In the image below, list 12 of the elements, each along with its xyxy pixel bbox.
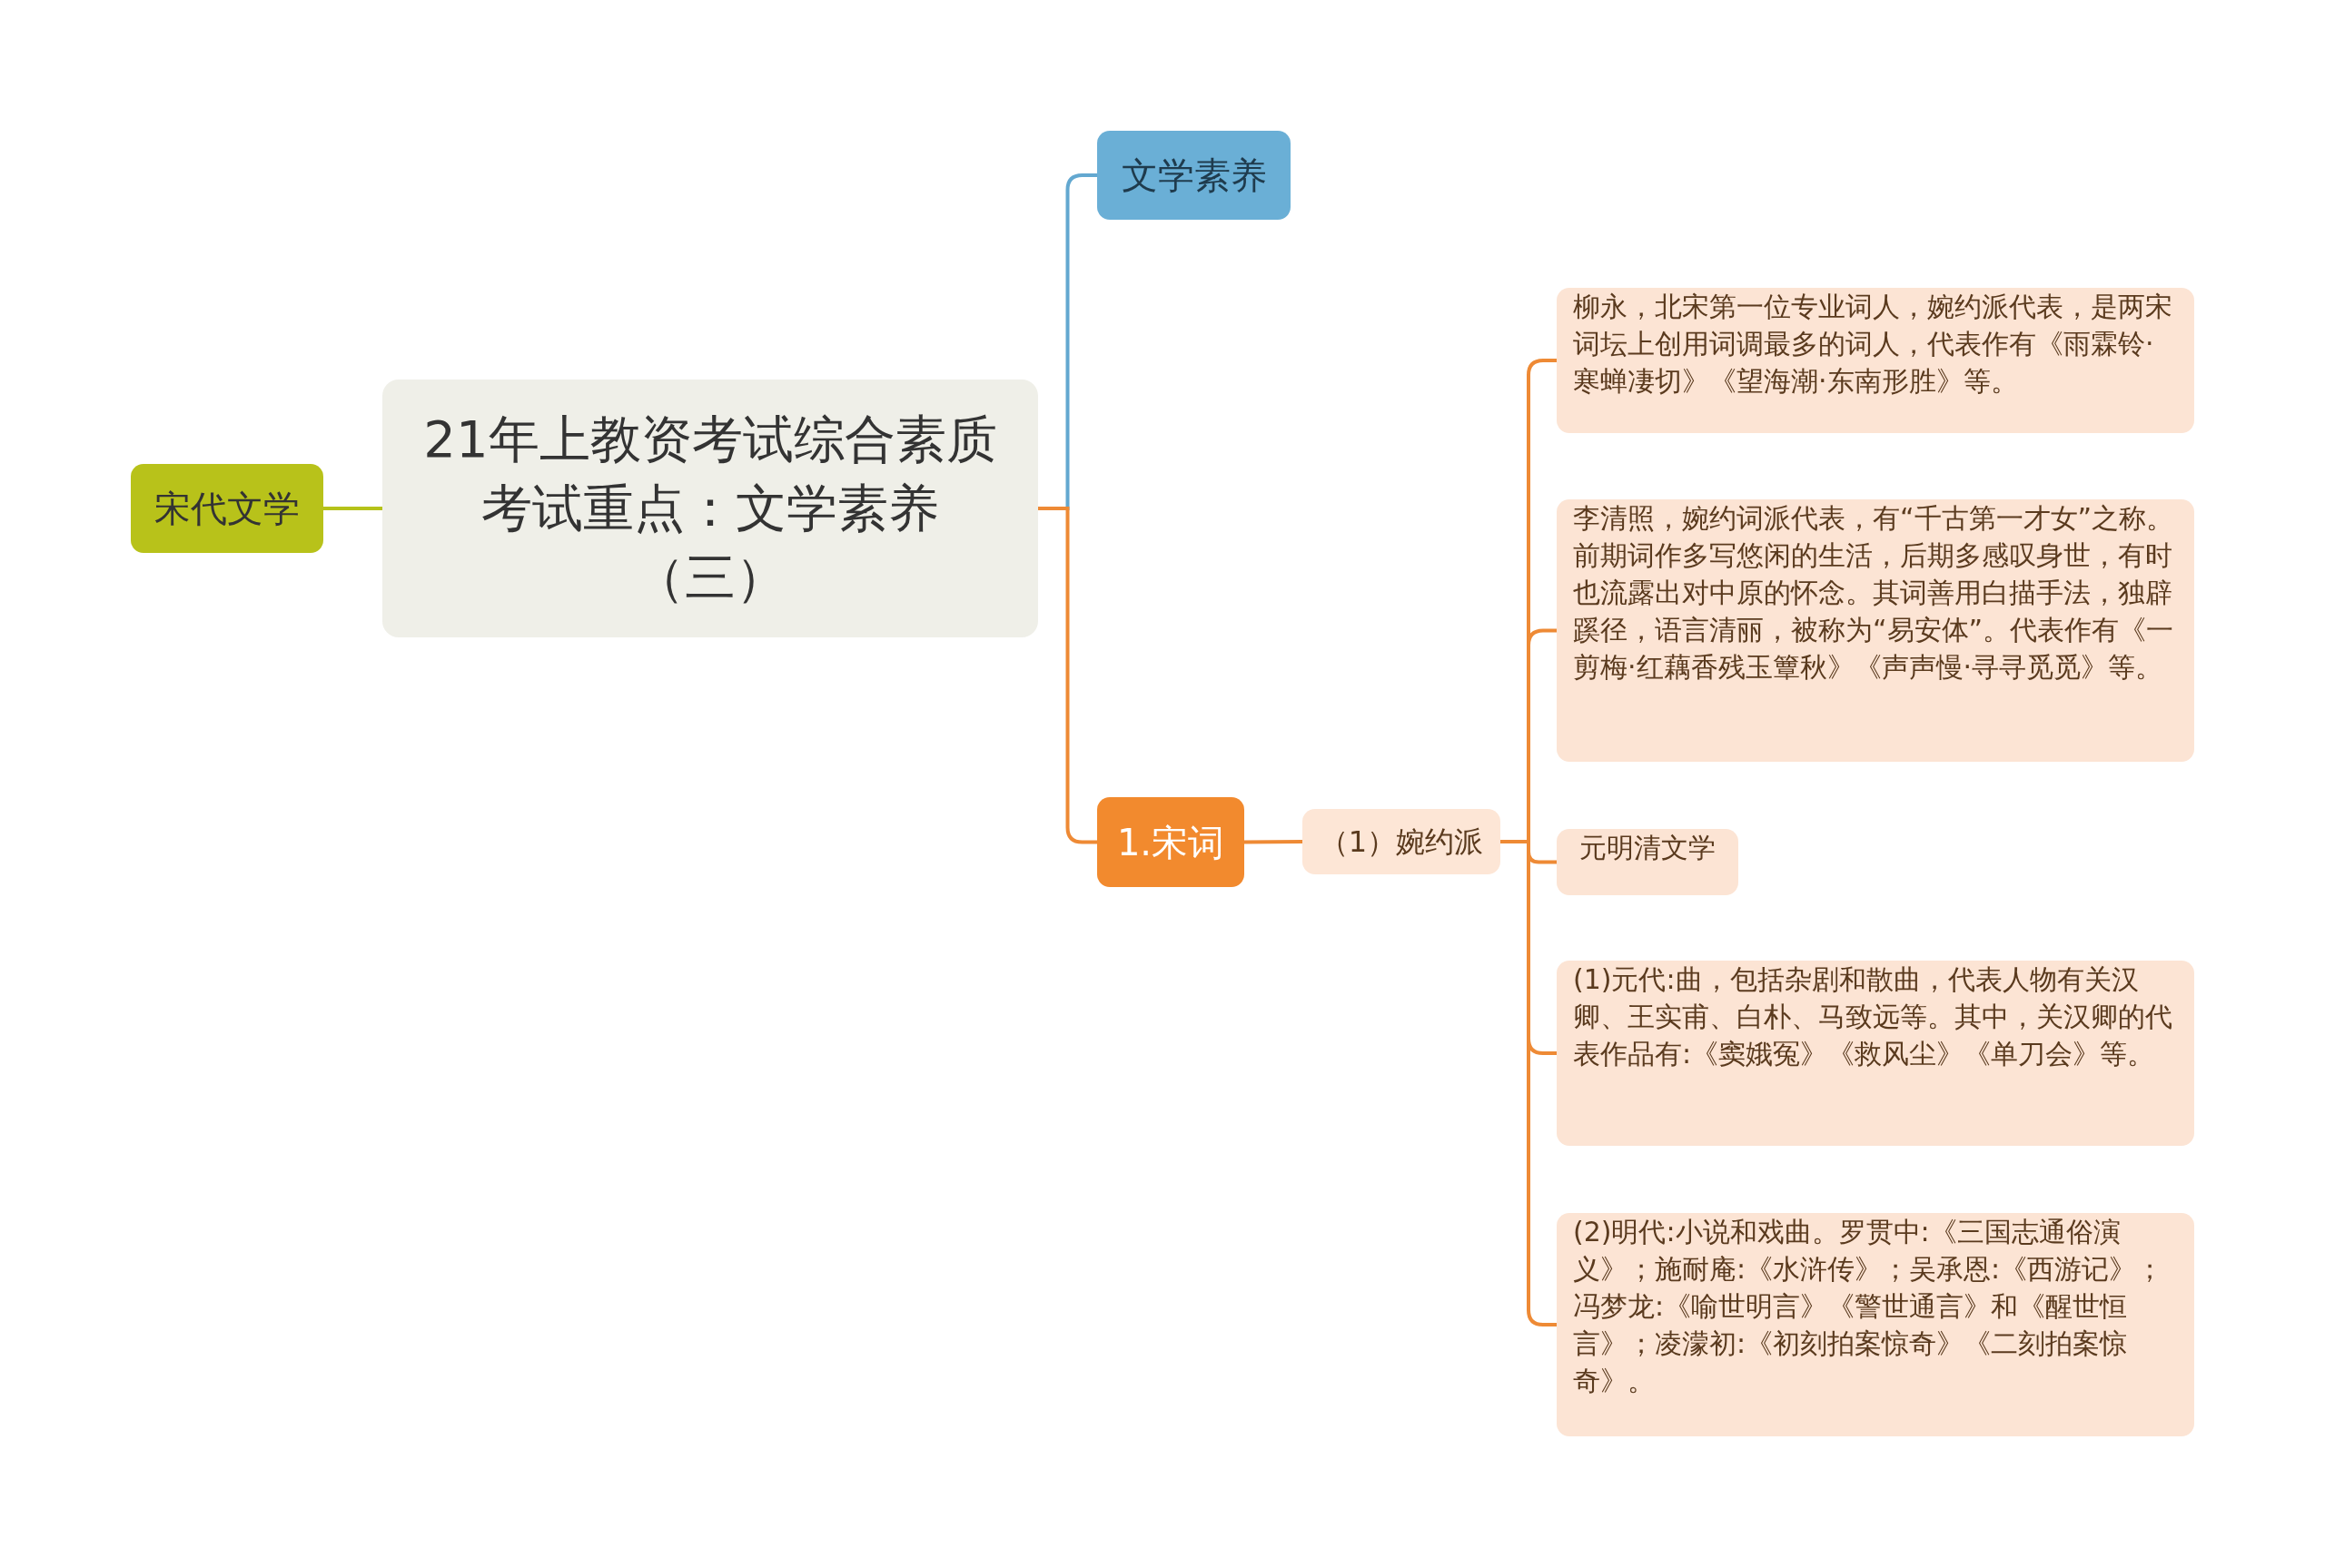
topic-box: 宋代文学 bbox=[131, 464, 323, 553]
subtopic-box: 元明清文学 bbox=[1557, 829, 1738, 895]
connector-line bbox=[323, 507, 382, 510]
note-box: (1)元代:曲，包括杂剧和散曲，代表人物有关汉卿、王实甫、白朴、马致远等。其中，关汉卿的代表作品有:《窦娥冤》《救风尘》《单刀会》等。 bbox=[1557, 961, 2194, 1146]
note-box: (2)明代:小说和戏曲。罗贯中:《三国志通俗演义》；施耐庵:《水浒传》；吴承恩:《西游记》；冯梦龙:《喻世明言》《警世通言》和《醒世恒言》；凌濛初:《初刻拍案惊奇》《二刻拍案惊奇》。 bbox=[1557, 1213, 2194, 1436]
note-box: 李清照，婉约词派代表，有“千古第一才女”之称。前期词作多写悠闲的生活，后期多感叹身世，有时也流露出对中原的怀念。其词善用白描手法，独辟蹊径，语言清丽，被称为“易安体”。代表作有《一剪梅·红藕香残玉簟秋》《声声慢·寻寻觅觅》等。 bbox=[1557, 499, 2194, 762]
topic-box: 1.宋词 bbox=[1097, 797, 1244, 887]
subtopic-box: （1）婉约派 bbox=[1302, 809, 1500, 874]
note-box: 柳永，北宋第一位专业词人，婉约派代表，是两宋词坛上创用词调最多的词人，代表作有《雨霖铃·寒蝉凄切》《望海潮·东南形胜》等。 bbox=[1557, 288, 2194, 433]
topic-box: 文学素养 bbox=[1097, 131, 1291, 220]
root-topic: 21年上教资考试综合素质考试重点：文学素养（三） bbox=[382, 380, 1038, 637]
connector-line bbox=[1244, 840, 1302, 844]
